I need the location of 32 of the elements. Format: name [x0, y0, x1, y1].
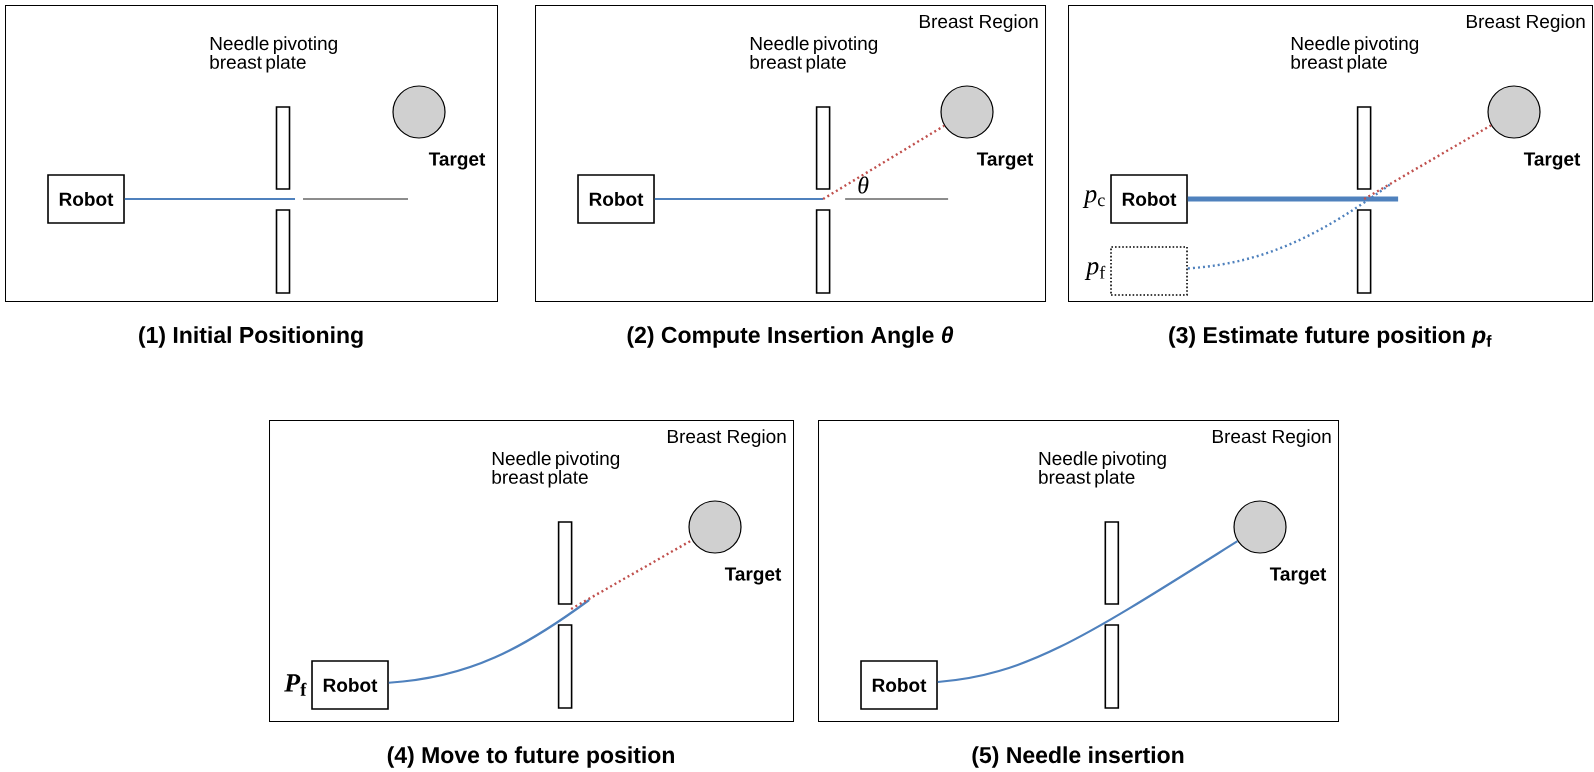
panel-caption: (4) Move to future position [387, 746, 674, 768]
region-label: Breast Region [667, 429, 786, 447]
needle-line [124, 197, 295, 201]
panel-caption: (3) Estimate future position p$_{f}$ [1169, 326, 1492, 348]
needle-line [654, 197, 824, 201]
target-label: Target [428, 152, 486, 170]
target-label: Target [1269, 567, 1327, 585]
needle-line [1363, 124, 1492, 201]
robot-box: Robot [577, 174, 655, 224]
region-label: Breast Region [1466, 14, 1585, 32]
needle-line [570, 539, 693, 611]
region-label: Breast Region [919, 14, 1038, 32]
needle-line [388, 599, 590, 684]
needle-line [822, 124, 945, 201]
position-label: P$_{f}$ [284, 674, 307, 696]
needle-line [1187, 196, 1399, 202]
robot-box: Robot [311, 660, 389, 710]
target-label: Target [1523, 152, 1581, 170]
position-label: p$_{f}$ [1084, 262, 1106, 280]
panel-caption: (2) Compute Insertion Angle θ [627, 326, 954, 348]
panel-caption: (1) Initial Positioning [139, 326, 363, 348]
needle-line [1187, 182, 1393, 270]
region-label: Breast Region [1212, 429, 1331, 447]
robot-box: Robot [860, 660, 938, 710]
needle-line [937, 540, 1239, 684]
position-label: p$_{c}$ [1082, 190, 1105, 208]
robot-box: Robot [47, 174, 125, 224]
target-label: Target [976, 152, 1034, 170]
panel-caption: (5) Needle insertion [972, 746, 1184, 768]
target-label: Target [724, 567, 782, 585]
robot-box: Robot [1110, 174, 1188, 224]
angle-label: θ [858, 176, 869, 194]
